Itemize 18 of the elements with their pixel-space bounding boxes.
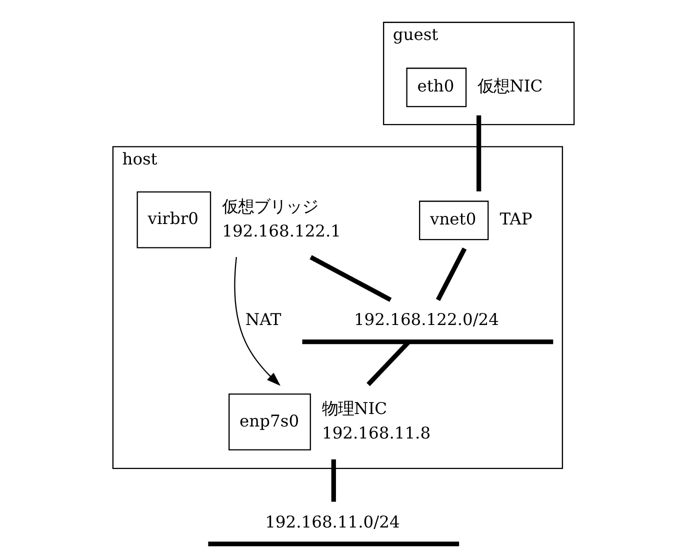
node-text: 192.168.122.0/24 <box>354 310 499 330</box>
node-box: eth0 <box>406 68 467 108</box>
node-box: enp7s0 <box>228 394 311 450</box>
node-label: TAP <box>500 210 532 229</box>
connector <box>476 115 482 192</box>
edge-label: NAT <box>245 310 282 330</box>
connector <box>436 247 467 301</box>
node-label: 物理NIC <box>322 399 388 418</box>
node-box: virbr0 <box>136 191 212 248</box>
arrow <box>234 256 280 386</box>
node-label: 192.168.11.8 <box>322 423 431 442</box>
connector <box>310 255 392 302</box>
node-box: vnet0 <box>419 200 489 240</box>
node-label: 仮想NIC <box>478 76 543 96</box>
node-label: 仮想ブリッジ <box>222 196 318 216</box>
connector <box>331 459 336 502</box>
node-text: 192.168.11.0/24 <box>265 512 400 532</box>
node-label: 192.168.122.1 <box>222 221 342 240</box>
